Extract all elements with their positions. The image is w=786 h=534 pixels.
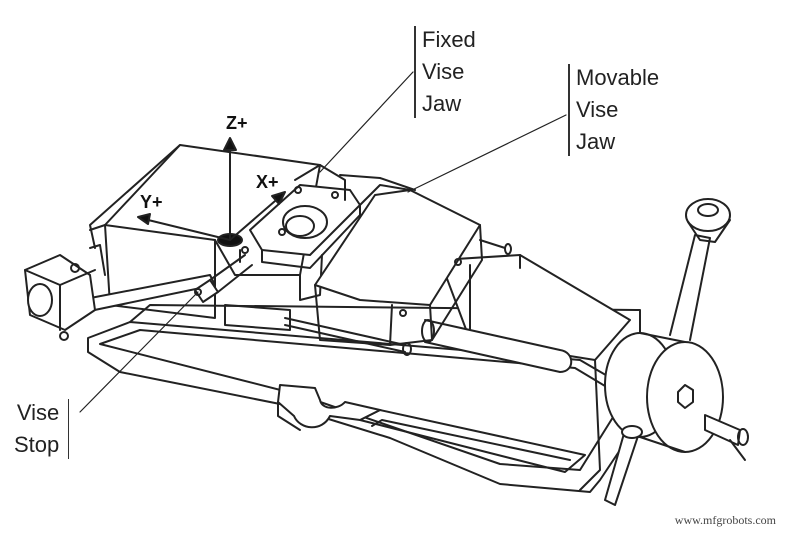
vise-stop-line-2: Stop (14, 432, 60, 457)
screw-rods (224, 304, 412, 356)
vise-base (87, 304, 641, 493)
vise-stop-bar (67, 399, 70, 459)
movable-jaw-label: Movable Vise Jaw (568, 62, 659, 158)
movable-jaw-bar (568, 64, 570, 156)
movable-jaw-block (314, 174, 512, 346)
movable-jaw-line-2: Vise (576, 97, 619, 122)
x-arrow (271, 191, 286, 205)
z-axis-label: Z+ (226, 113, 248, 133)
fixed-jaw-block (89, 144, 361, 319)
z-arrow (223, 137, 237, 151)
fixed-jaw-leader (319, 71, 414, 173)
movable-jaw-line-1: Movable (576, 65, 660, 90)
handwheel-assembly (604, 198, 749, 506)
fixed-jaw-line-2: Vise (422, 59, 465, 84)
leader-lines (79, 71, 567, 413)
vise-stop-line-1: Vise (16, 400, 60, 425)
x-axis-label: X+ (256, 172, 279, 192)
fixed-jaw-label: Fixed Vise Jaw (414, 24, 476, 120)
y-arrow (137, 213, 151, 225)
fixed-jaw-line-1: Fixed (422, 27, 476, 52)
coordinate-axes (137, 137, 286, 247)
watermark: www.mfgrobots.com (674, 513, 776, 527)
movable-jaw-line-3: Jaw (576, 129, 616, 154)
fixed-jaw-line-3: Jaw (422, 91, 462, 116)
y-axis-label: Y+ (140, 192, 163, 212)
vise-stop-label: Vise Stop (14, 397, 70, 461)
fixed-jaw-bar (414, 26, 416, 118)
vise-stop-leader (79, 291, 199, 413)
vise-stop-assembly (24, 244, 253, 341)
movable-jaw-leader (407, 114, 567, 193)
